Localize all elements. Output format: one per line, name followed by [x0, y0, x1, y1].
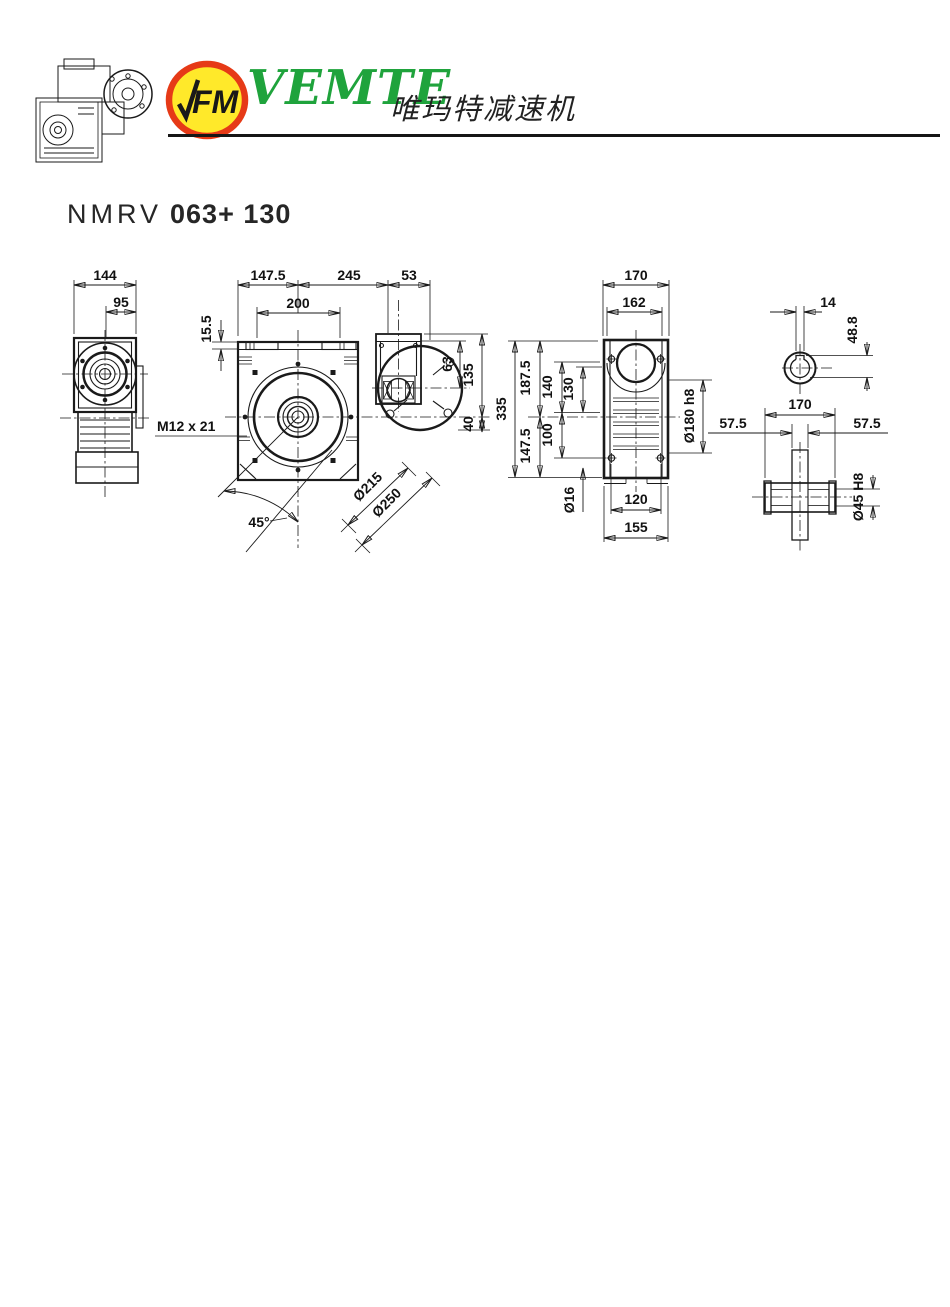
view-shaft: 14 48.8 170 57.5 57.5	[708, 294, 888, 552]
view-rear: 170 162 335 187.5 147.5 140 100 130	[493, 267, 712, 542]
dim-rear-130: 130	[560, 377, 576, 401]
header-divider	[168, 134, 940, 137]
dim-shaft-57-5-right: 57.5	[853, 415, 880, 431]
dim-front-245: 245	[337, 267, 361, 283]
dim-rear-162: 162	[622, 294, 646, 310]
product-photo	[35, 58, 153, 163]
dim-rear-100: 100	[539, 423, 555, 447]
dim-front-53: 53	[401, 267, 417, 283]
thread-callout: M12 x 21	[155, 418, 247, 437]
dim-thread-m12: M12 x 21	[157, 418, 216, 434]
dim-front-15-5: 15.5	[198, 315, 214, 342]
dim-side-144: 144	[93, 267, 117, 283]
dim-rear-335: 335	[493, 397, 509, 421]
dim-rear-120: 120	[624, 491, 648, 507]
dim-rear-dia16: Ø16	[561, 487, 577, 514]
brand-name: VEMTE	[247, 60, 452, 116]
front-housing	[236, 340, 360, 482]
dim-shaft-170: 170	[788, 396, 812, 412]
dim-shaft-14: 14	[820, 294, 836, 310]
dim-shaft-48-8: 48.8	[844, 316, 860, 343]
view-front: 147.5 245 53 200 15.5	[198, 267, 492, 554]
dim-rear-147-5: 147.5	[517, 428, 533, 463]
dim-front-147-5: 147.5	[250, 267, 285, 283]
dim-rear-170: 170	[624, 267, 648, 283]
dim-shaft-57-5-left: 57.5	[719, 415, 746, 431]
dim-side-95: 95	[113, 294, 129, 310]
dim-rear-187-5: 187.5	[517, 360, 533, 395]
dim-front-45deg: 45°	[248, 514, 269, 530]
dim-rear-dia180: Ø180 h8	[681, 389, 697, 444]
dim-front-135: 135	[460, 363, 476, 387]
dim-front-63: 63	[439, 356, 455, 372]
model-series: NMRV	[67, 199, 163, 229]
company-logo: FM	[165, 60, 249, 140]
model-number: 063+ 130	[170, 199, 292, 229]
dim-front-40: 40	[460, 416, 476, 432]
dim-front-200: 200	[286, 295, 310, 311]
dim-rear-155: 155	[624, 519, 648, 535]
dim-rear-140: 140	[539, 375, 555, 399]
dimension-drawings: 144 95 M12 x 21	[60, 267, 888, 554]
brand-name-chinese: 唯玛特减速机	[390, 92, 577, 126]
view-side: 144 95	[60, 267, 152, 498]
dim-shaft-dia45: Ø45 H8	[850, 473, 866, 521]
logo-text: FM	[192, 84, 240, 120]
